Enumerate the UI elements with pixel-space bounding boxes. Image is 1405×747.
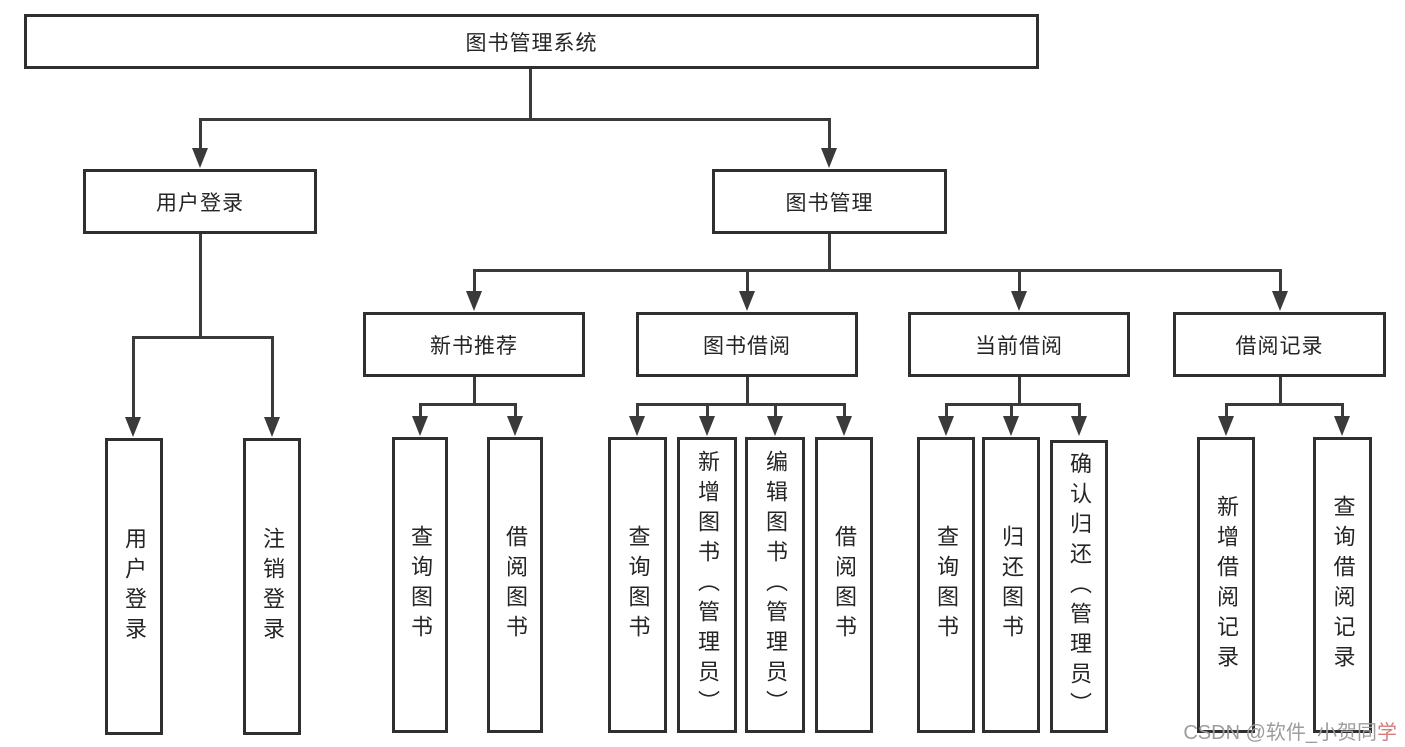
- edge-borrow-records-split: [1225, 403, 1344, 406]
- node-book-borrowing: 图书借阅: [636, 312, 858, 377]
- watermark-text-red: 学: [1377, 722, 1397, 744]
- edge-drop-book-borrow: [746, 269, 749, 295]
- edge-user-login-split: [132, 336, 274, 339]
- node-label: 查询图书: [408, 525, 433, 645]
- node-label: 用户登录: [156, 191, 244, 215]
- node-label: 图书借阅: [703, 334, 791, 358]
- edge-book-borrow-split: [636, 403, 846, 406]
- edge-drop-borrow-books-2: [843, 403, 846, 418]
- edge-drop-add-book: [706, 403, 709, 418]
- edge-drop-borrow-records: [1279, 269, 1282, 295]
- arrowhead-book-borrow: [739, 291, 755, 311]
- arrowhead-borrow-books-2: [836, 416, 852, 436]
- watermark: CSDN @软件_小贺同学: [1183, 716, 1397, 745]
- node-label: 图书管理: [785, 191, 874, 215]
- edge-current-borrow-stem: [1018, 377, 1021, 406]
- node-label: 查询图书: [625, 525, 651, 645]
- arrowhead-book-management: [821, 148, 837, 168]
- leaf-add-book-admin: 新增图书（管理员）: [677, 437, 737, 733]
- watermark-text: CSDN @软件_小贺同: [1183, 722, 1377, 744]
- edge-drop-query-books-3: [945, 403, 948, 418]
- edge-current-borrow-split: [945, 403, 1081, 406]
- arrowhead-user-login: [192, 148, 208, 168]
- node-label: 新增图书（管理员）: [695, 450, 720, 720]
- edge-drop-add-borrow-record: [1225, 403, 1228, 418]
- edge-book-management-split: [473, 269, 1282, 272]
- leaf-confirm-return-admin: 确认归还（管理员）: [1050, 440, 1108, 733]
- leaf-borrow-books-2: 借阅图书: [815, 437, 873, 733]
- node-borrowing-records: 借阅记录: [1173, 312, 1386, 377]
- leaf-add-borrow-record: 新增借阅记录: [1197, 437, 1255, 733]
- arrowhead-return-books: [1003, 416, 1019, 436]
- leaf-logout: 注销登录: [243, 438, 301, 735]
- node-user-login: 用户登录: [83, 169, 317, 234]
- edge-book-management-stem: [828, 234, 831, 272]
- arrowhead-add-borrow-record: [1218, 416, 1234, 436]
- node-label: 当前借阅: [975, 334, 1063, 358]
- edge-drop-confirm-return: [1078, 403, 1081, 418]
- arrowhead-edit-book: [767, 416, 783, 436]
- arrowhead-add-book: [699, 416, 715, 436]
- node-label: 用户登录: [122, 526, 147, 647]
- arrowhead-query-borrow-record: [1334, 416, 1350, 436]
- edge-user-login-stem: [199, 234, 202, 339]
- leaf-query-books-3: 查询图书: [917, 437, 975, 733]
- arrowhead-confirm-return: [1071, 416, 1087, 436]
- edge-drop-book-management: [828, 118, 831, 150]
- arrowhead-current-borrow: [1011, 291, 1027, 311]
- edge-drop-query-books-2: [636, 403, 639, 418]
- leaf-user-login: 用户登录: [105, 438, 163, 735]
- node-label: 归还图书: [999, 525, 1024, 645]
- arrowhead-leaf-logout: [264, 417, 280, 437]
- node-label: 新增借阅记录: [1214, 495, 1239, 675]
- node-label: 借阅记录: [1235, 334, 1324, 358]
- arrowhead-new-book: [466, 291, 482, 311]
- node-label: 借阅图书: [832, 525, 857, 645]
- edge-drop-user-login: [199, 118, 202, 150]
- edge-root-stem: [529, 69, 532, 120]
- edge-drop-new-book: [473, 269, 476, 295]
- node-label: 查询图书: [934, 525, 959, 645]
- edge-drop-leaf-logout: [271, 336, 274, 420]
- node-label: 确认归还（管理员）: [1067, 451, 1092, 722]
- node-label: 借阅图书: [503, 525, 528, 645]
- node-book-management: 图书管理: [712, 169, 947, 234]
- edge-drop-return-books: [1010, 403, 1013, 418]
- edge-drop-current-borrow: [1018, 269, 1021, 295]
- node-library-management-system: 图书管理系统: [24, 14, 1039, 69]
- node-label: 新书推荐: [430, 334, 518, 358]
- edge-borrow-records-stem: [1279, 377, 1282, 406]
- leaf-query-books-2: 查询图书: [608, 437, 667, 733]
- edge-drop-query-books-1: [419, 403, 422, 418]
- edge-drop-query-borrow-record: [1341, 403, 1344, 418]
- edge-book-borrow-stem: [746, 377, 749, 406]
- edge-root-split: [199, 118, 831, 121]
- arrowhead-borrow-books-1: [507, 416, 523, 436]
- edge-drop-edit-book: [774, 403, 777, 418]
- node-label: 图书管理系统: [465, 31, 598, 55]
- edge-new-book-stem: [473, 377, 476, 406]
- arrowhead-query-books-3: [938, 416, 954, 436]
- node-new-book-recommendation: 新书推荐: [363, 312, 585, 377]
- leaf-query-books-1: 查询图书: [392, 437, 448, 733]
- edge-new-book-split: [419, 403, 517, 406]
- node-label: 编辑图书（管理员）: [763, 450, 788, 720]
- node-label: 查询借阅记录: [1330, 495, 1356, 675]
- arrowhead-query-books-1: [412, 416, 428, 436]
- edge-drop-borrow-books-1: [514, 403, 517, 418]
- arrowhead-query-books-2: [629, 416, 645, 436]
- leaf-query-borrow-record: 查询借阅记录: [1313, 437, 1372, 733]
- node-label: 注销登录: [260, 526, 285, 647]
- leaf-edit-book-admin: 编辑图书（管理员）: [745, 437, 805, 733]
- node-current-borrowing: 当前借阅: [908, 312, 1130, 377]
- arrowhead-leaf-user-login: [125, 417, 141, 437]
- arrowhead-borrow-records: [1272, 291, 1288, 311]
- edge-drop-leaf-user-login: [132, 336, 135, 420]
- leaf-borrow-books-1: 借阅图书: [487, 437, 543, 733]
- leaf-return-books: 归还图书: [982, 437, 1040, 733]
